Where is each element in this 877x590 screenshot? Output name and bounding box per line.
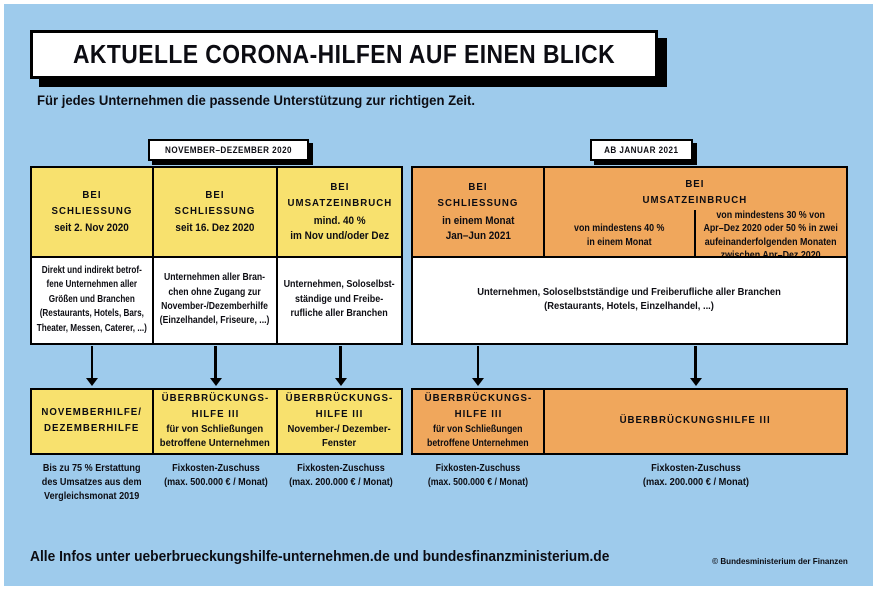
audience-box: Unternehmen aller Bran- chen ohne Zugang…: [151, 255, 279, 345]
audience-row: Unternehmen, Soloselbstständige und Frei…: [411, 255, 848, 345]
condition-title: BEI SCHLIESSUNG: [437, 181, 519, 210]
condition-row: BEI SCHLIESSUNG seit 2. Nov 2020 BEI SCH…: [30, 166, 404, 258]
program-subtitle: für von Schließungen betroffene Unterneh…: [427, 424, 529, 450]
program-caption: Fixkosten-Zuschuss (max. 200.000 € / Mon…: [643, 462, 750, 488]
program-title: ÜBERBRÜCKUNGS- HILFE III: [161, 391, 269, 420]
arrow-zone: [30, 345, 404, 388]
condition-divider: [694, 209, 697, 262]
program-caption: Fixkosten-Zuschuss (max. 200.000 € / Mon…: [289, 462, 394, 488]
page-title-box: AKTUELLE CORONA-HILFEN AUF EINEN BLICK: [30, 30, 658, 79]
audience-box: Unternehmen, Soloselbstständige und Frei…: [411, 255, 848, 345]
condition-subtitle: seit 2. Nov 2020: [54, 222, 130, 235]
audience-box: Unternehmen, Soloselbst- ständige und Fr…: [276, 255, 403, 345]
down-arrow-icon: [209, 345, 222, 386]
audience-text: Unternehmen, Soloselbst- ständige und Fr…: [283, 279, 396, 320]
page-subtitle: Für jedes Unternehmen die passende Unter…: [37, 93, 476, 108]
program-row: ÜBERBRÜCKUNGS- HILFE III für von Schließ…: [411, 387, 848, 455]
audience-text: Direkt und indirekt betrof- fene Unterne…: [36, 264, 148, 334]
section-nov-dez-2020: BEI SCHLIESSUNG seit 2. Nov 2020 BEI SCH…: [30, 166, 404, 505]
badge-label: NOVEMBER–DEZEMBER 2020: [165, 145, 292, 155]
caption-row: Fixkosten-Zuschuss (max. 500.000 € / Mon…: [411, 462, 848, 491]
footer-info-text: Alle Infos unter ueberbrueckungshilfe-un…: [30, 549, 610, 565]
badge-ab-januar-2021: AB JANUAR 2021: [590, 139, 693, 161]
program-title: ÜBERBRÜCKUNGS- HILFE III: [424, 391, 532, 420]
audience-box: Direkt und indirekt betrof- fene Unterne…: [30, 255, 154, 345]
condition-subtitle: mind. 40 % im Nov und/oder Dez: [290, 214, 389, 242]
audience-row: Direkt und indirekt betrof- fene Unterne…: [30, 255, 404, 345]
program-caption: Bis zu 75 % Erstattung des Umsatzes aus …: [41, 462, 142, 503]
program-caption: Fixkosten-Zuschuss (max. 500.000 € / Mon…: [427, 462, 528, 488]
program-row: NOVEMBERHILFE/ DEZEMBERHILFE ÜBERBRÜCKUN…: [30, 387, 404, 455]
program-box-ueberbrueckungshilfe-schliessung-2021: ÜBERBRÜCKUNGS- HILFE III für von Schließ…: [411, 387, 545, 455]
condition-option-left: von mindestens 40 % in einem Monat: [574, 223, 665, 248]
arrow-zone: [411, 345, 848, 388]
condition-title: BEI UMSATZEINBRUCH: [287, 181, 392, 210]
condition-box-umsatzeinbruch-2021: BEI UMSATZEINBRUCH von mindestens 40 % i…: [542, 166, 848, 262]
condition-row: BEI SCHLIESSUNG in einem Monat Jan–Jun 2…: [411, 166, 848, 262]
condition-subtitle: seit 16. Dez 2020: [175, 222, 255, 235]
badge-label: AB JANUAR 2021: [604, 145, 679, 155]
condition-box-schliessung-2021: BEI SCHLIESSUNG in einem Monat Jan–Jun 2…: [411, 166, 545, 258]
program-title: ÜBERBRÜCKUNGSHILFE III: [619, 414, 771, 427]
program-title: NOVEMBERHILFE/ DEZEMBERHILFE: [41, 406, 143, 434]
condition-box-umsatzeinbruch: BEI UMSATZEINBRUCH mind. 40 % im Nov und…: [276, 166, 403, 258]
program-box-ueberbrueckungshilfe-fenster: ÜBERBRÜCKUNGS- HILFE III November-/ Deze…: [276, 387, 403, 455]
condition-title: BEI SCHLIESSUNG: [51, 188, 133, 217]
footer-copyright: © Bundesministerium der Finanzen: [712, 556, 848, 566]
program-title: ÜBERBRÜCKUNGS- HILFE III: [285, 391, 394, 420]
condition-box-schliessung-dez: BEI SCHLIESSUNG seit 16. Dez 2020: [151, 166, 279, 258]
program-box-ueberbrueckungshilfe-iii: ÜBERBRÜCKUNGSHILFE III: [542, 387, 848, 455]
condition-box-schliessung-nov: BEI SCHLIESSUNG seit 2. Nov 2020: [30, 166, 154, 258]
condition-title: BEI SCHLIESSUNG: [174, 188, 256, 217]
program-subtitle: November-/ Dezember- Fenster: [287, 424, 392, 450]
program-subtitle: für von Schließungen betroffene Unterneh…: [159, 424, 270, 450]
condition-title: BEI UMSATZEINBRUCH: [642, 178, 748, 206]
condition-subtitle: in einem Monat Jan–Jun 2021: [441, 214, 515, 242]
down-arrow-icon: [472, 345, 485, 386]
program-box-novemberhilfe: NOVEMBERHILFE/ DEZEMBERHILFE: [30, 387, 154, 455]
audience-text: Unternehmen aller Bran- chen ohne Zugang…: [160, 272, 270, 327]
section-ab-januar-2021: BEI SCHLIESSUNG in einem Monat Jan–Jun 2…: [411, 166, 848, 490]
caption-row: Bis zu 75 % Erstattung des Umsatzes aus …: [30, 462, 404, 505]
audience-text: Unternehmen, Soloselbstständige und Frei…: [477, 286, 782, 312]
page-title: AKTUELLE CORONA-HILFEN AUF EINEN BLICK: [72, 39, 616, 69]
down-arrow-icon: [334, 345, 347, 386]
badge-november-dezember-2020: NOVEMBER–DEZEMBER 2020: [148, 139, 310, 161]
down-arrow-icon: [86, 345, 99, 386]
program-box-ueberbrueckungshilfe-schliessung: ÜBERBRÜCKUNGS- HILFE III für von Schließ…: [151, 387, 279, 455]
program-caption: Fixkosten-Zuschuss (max. 500.000 € / Mon…: [163, 462, 268, 488]
down-arrow-icon: [689, 345, 702, 386]
